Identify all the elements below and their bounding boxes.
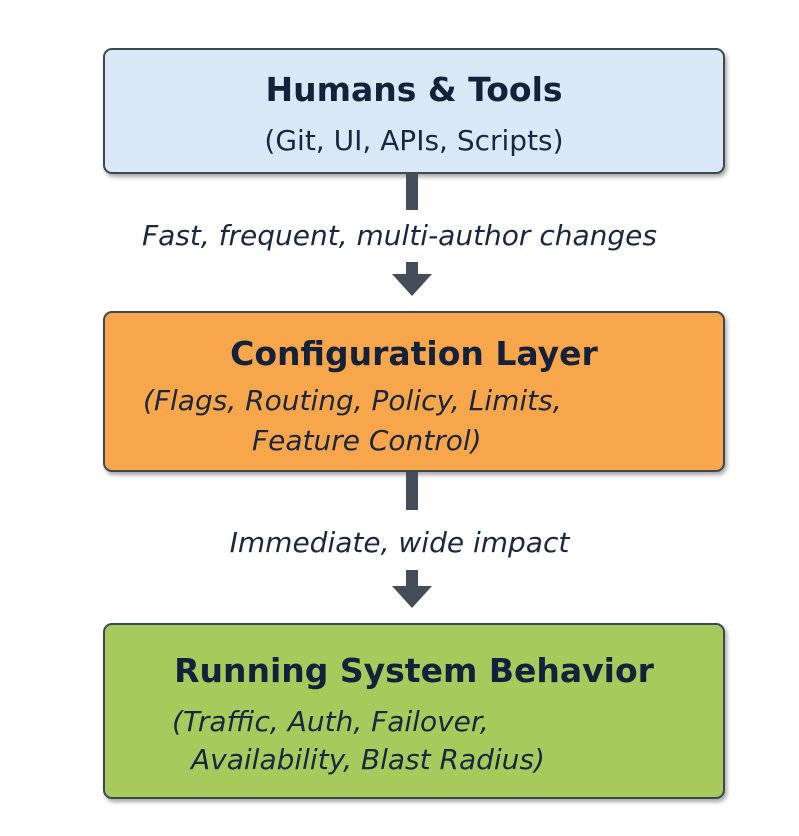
configuration-layer-title: Configuration Layer [230, 334, 598, 373]
running-system-behavior-box: Running System Behavior (Traffic, Auth, … [103, 623, 725, 799]
arrow-2-shaft [406, 472, 418, 510]
running-system-behavior-subtitle-line2: Availability, Blast Radius) [191, 743, 545, 776]
humans-tools-title: Humans & Tools [265, 70, 563, 109]
arrow-2-stem [406, 570, 418, 586]
configuration-layer-box: Configuration Layer (Flags, Routing, Pol… [103, 311, 725, 472]
humans-tools-box: Humans & Tools (Git, UI, APIs, Scripts) [103, 48, 725, 174]
running-system-behavior-title: Running System Behavior [174, 651, 654, 690]
configuration-layer-subtitle-line1: (Flags, Routing, Policy, Limits, [143, 384, 562, 417]
arrow-1-stem [406, 262, 418, 274]
arrow-2-head-icon [392, 586, 432, 608]
edge-label-changes: Fast, frequent, multi-author changes [142, 219, 657, 252]
arrow-1-shaft [406, 174, 418, 210]
running-system-behavior-subtitle-line1: (Traffic, Auth, Failover, [172, 705, 489, 738]
arrow-1-head-icon [392, 274, 432, 296]
configuration-layer-subtitle-line2: Feature Control) [252, 424, 482, 457]
edge-label-impact: Immediate, wide impact [229, 526, 570, 559]
humans-tools-subtitle: (Git, UI, APIs, Scripts) [264, 124, 564, 157]
